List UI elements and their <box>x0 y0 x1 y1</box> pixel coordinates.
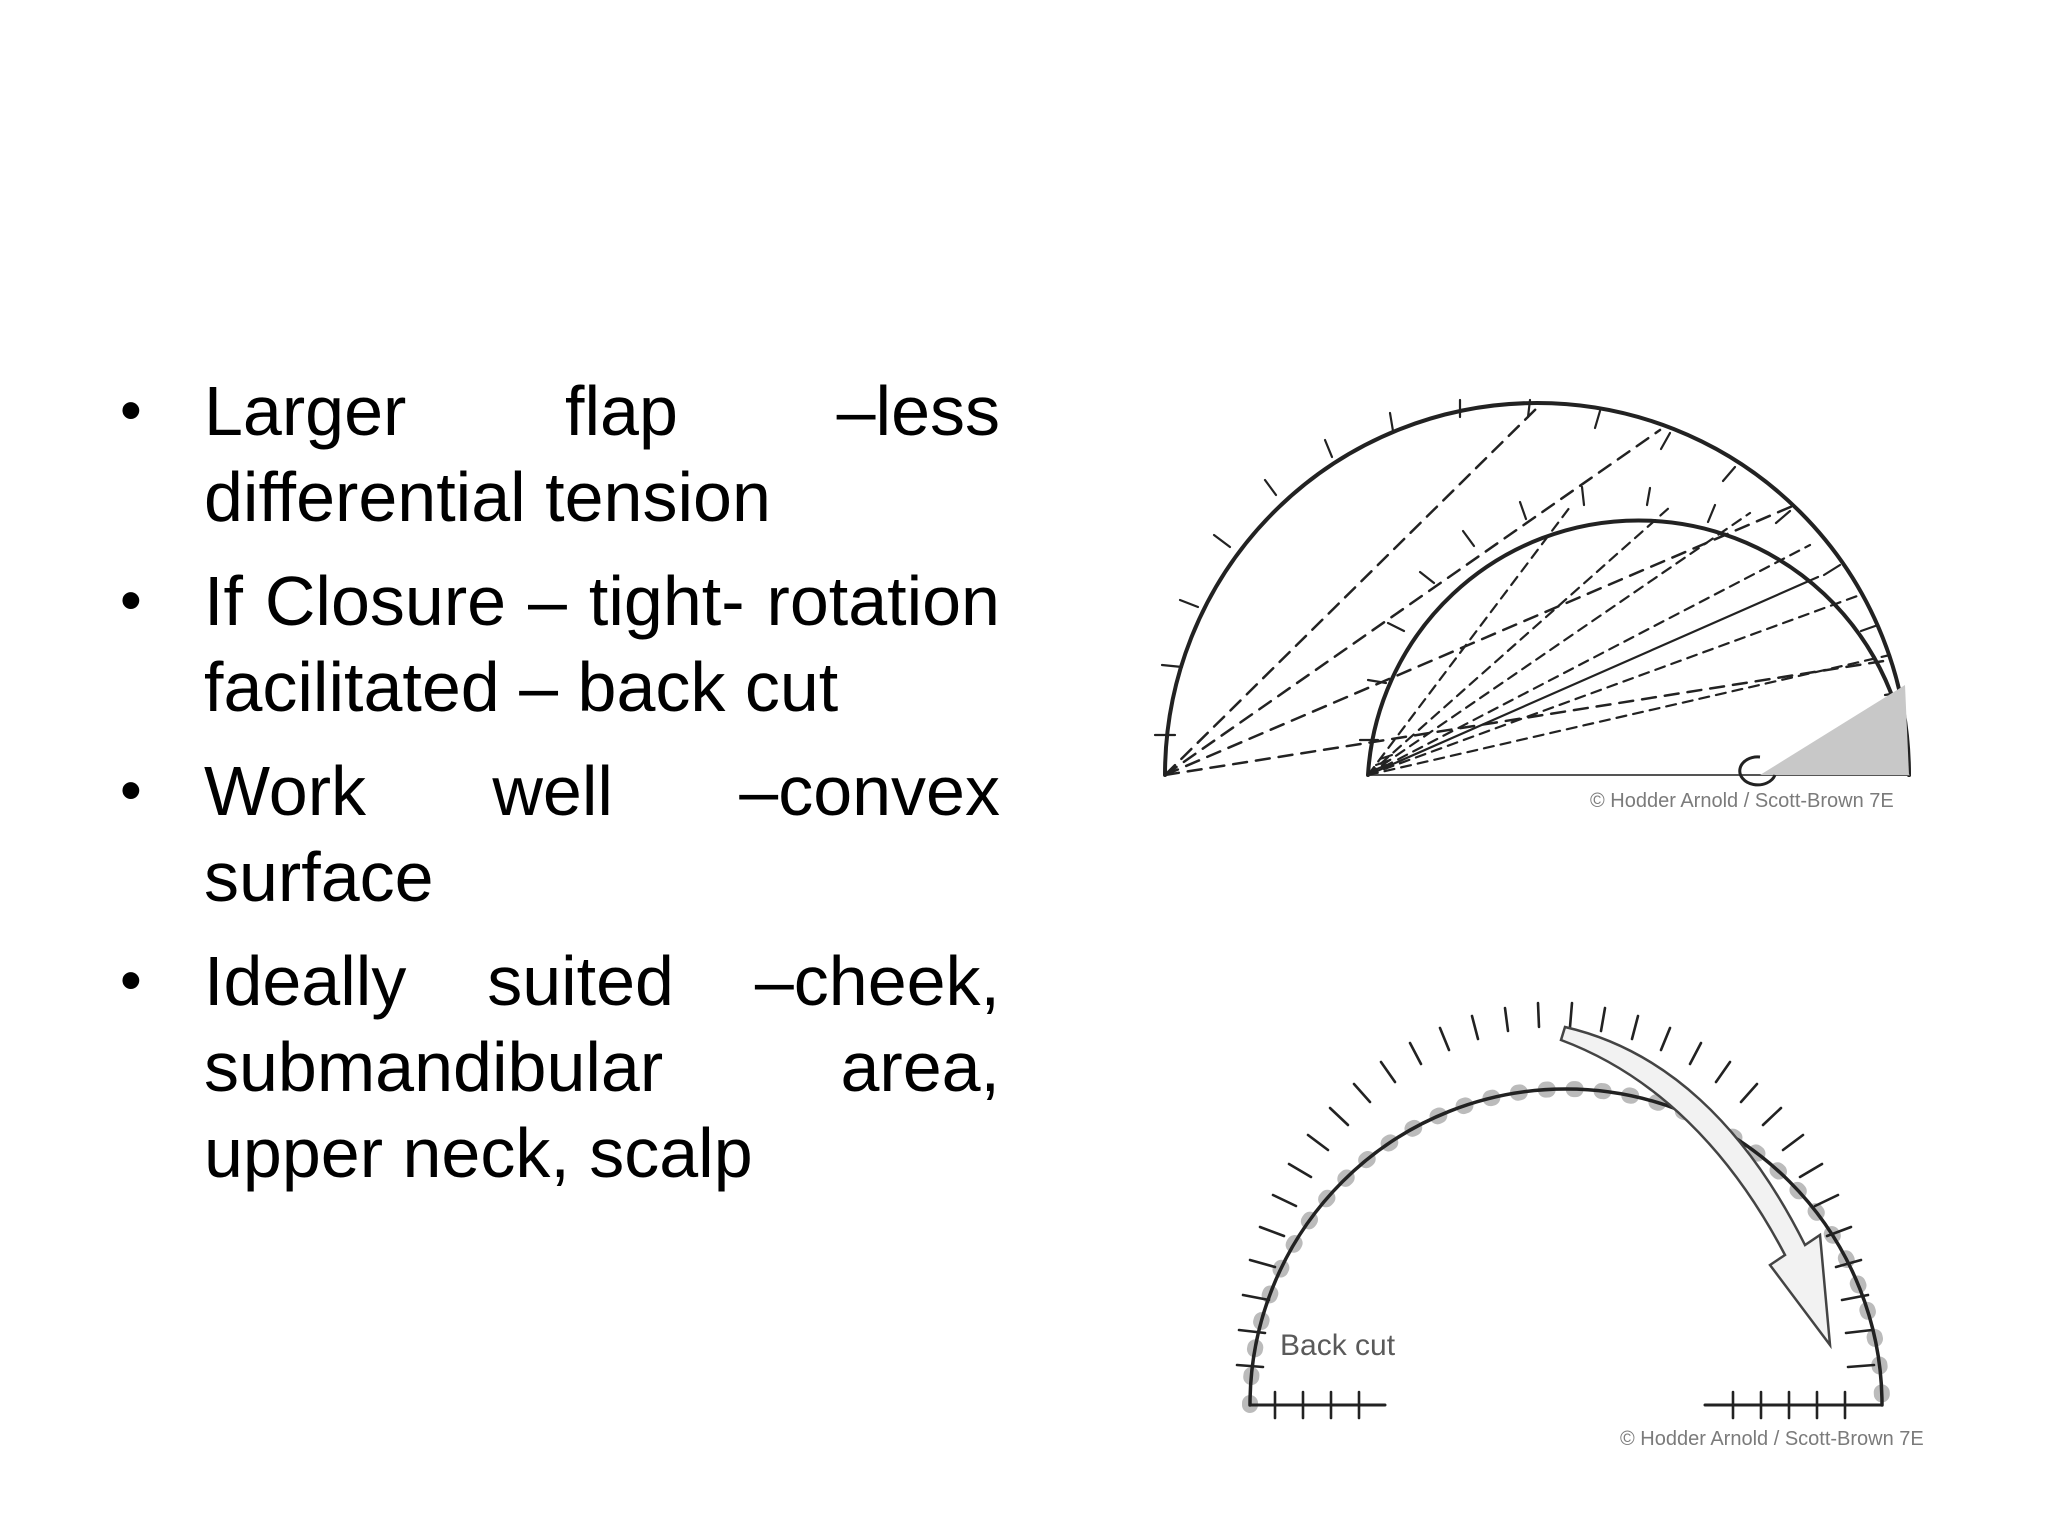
pivot-hatch <box>1371 754 1393 772</box>
outer-flap-arc <box>1163 401 1911 777</box>
bullet-item: • If Closure – tight- rotation facilitat… <box>120 558 1000 730</box>
solid-rotation-line <box>1366 575 1820 777</box>
inner-arc-ticks <box>1358 485 1717 742</box>
bullet-dot-icon: • <box>120 566 142 635</box>
bullet-item: • Work well –convex surface <box>120 748 1000 920</box>
back-cut-label: Back cut <box>1280 1329 1396 1362</box>
bullet-text: If Closure – tight- rotation facilitated… <box>204 562 1000 726</box>
bullet-dot-icon: • <box>120 756 142 825</box>
bullet-dot-icon: • <box>120 946 142 1015</box>
figure-credit-top: © Hodder Arnold / Scott-Brown 7E <box>1590 790 1894 812</box>
closed-flap-arc <box>1248 1087 1884 1407</box>
rotation-arrow-icon <box>1559 1025 1832 1350</box>
bullet-text: Ideally suited –cheek, submandibular are… <box>204 942 1000 1192</box>
outer-pivot-dashed-lines <box>1163 403 1892 777</box>
bullet-list: • Larger flap –less differential tension… <box>120 368 1000 1214</box>
inner-pivot-dashed-lines <box>1366 505 1892 777</box>
rotation-flap-planning-diagram: © Hodder Arnold / Scott-Brown 7E <box>1153 398 1911 812</box>
bullet-text: Work well –convex surface <box>204 752 1000 916</box>
bullet-text: Larger flap –less differential tension <box>204 372 1000 536</box>
rotation-flap-closure-diagram: Back cut © Hodder Arnold / Scott-Brown 7… <box>1235 1001 1924 1450</box>
figure-credit-bottom: © Hodder Arnold / Scott-Brown 7E <box>1620 1428 1924 1450</box>
bullet-item: • Ideally suited –cheek, submandibular a… <box>120 938 1000 1196</box>
inner-flap-arc <box>1366 518 1911 777</box>
outer-arc-ticks <box>1153 398 1905 737</box>
bullet-item: • Larger flap –less differential tension <box>120 368 1000 540</box>
base-sutures <box>1273 1390 1847 1420</box>
defect-triangle <box>1760 685 1909 775</box>
bullet-dot-icon: • <box>120 376 142 445</box>
arc-sutures <box>1235 1001 1876 1369</box>
defect-circle-icon <box>1738 755 1777 787</box>
